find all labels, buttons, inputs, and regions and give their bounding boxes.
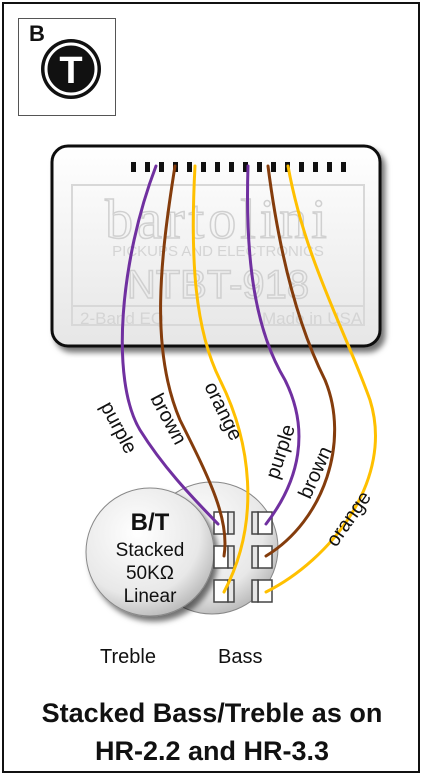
stacked-pot: B/T Stacked 50KΩ Linear [85, 481, 279, 617]
pot-title: B/T [131, 509, 170, 536]
logo-letter-big: T [59, 50, 82, 92]
wire-label-left-purple: purple [96, 398, 142, 457]
wire-left-orange [191, 164, 250, 594]
caption-line-2: HR-2.2 and HR-3.3 [94, 736, 330, 766]
module-brand: bartolini [105, 189, 331, 251]
wire-left-brown [159, 164, 227, 558]
wire-label-right-brown: brown [294, 443, 336, 502]
wire-label-left-brown: brown [146, 390, 191, 448]
pot-line1: Stacked [116, 540, 185, 561]
caption-line-1: Stacked Bass/Treble as on [41, 698, 383, 728]
logo-letter-small: B [29, 21, 45, 46]
wire-right-orange [264, 164, 377, 594]
module-model: NTBT-918 [127, 263, 309, 307]
wire-right-purple [246, 164, 301, 526]
logo-box: T B [18, 18, 116, 116]
diagram-frame [2, 2, 420, 773]
pot-line3: Linear [124, 586, 177, 607]
circled-t-icon: T B [29, 21, 101, 99]
wire-label-right-orange: orange [322, 487, 376, 551]
module-emboss-frame [71, 184, 365, 326]
treble-label: Treble [100, 646, 156, 668]
wire-left-purple [120, 164, 220, 526]
module-subtitle: PICKUPS AND ELECTRONICS [112, 243, 324, 260]
bass-label: Bass [218, 646, 263, 668]
module-origin: Made in USA [262, 309, 363, 328]
pot-line2: 50KΩ [126, 563, 174, 584]
preamp-module: bartolini PICKUPS AND ELECTRONICS NTBT-9… [50, 144, 382, 348]
wire-label-left-orange: orange [200, 379, 247, 445]
wire-right-brown [264, 164, 337, 558]
wires [120, 164, 377, 594]
